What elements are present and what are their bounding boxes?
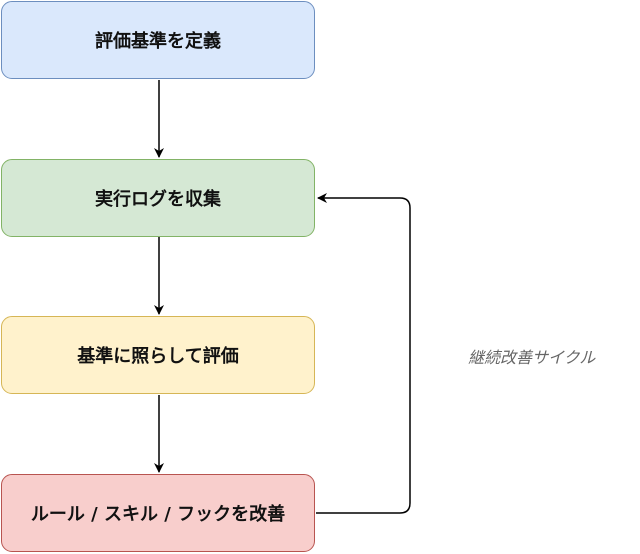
step-improve-label: ルール / スキル / フックを改善 xyxy=(30,504,286,525)
step-evaluate-label: 基準に照らして評価 xyxy=(77,346,239,367)
step-evaluate[interactable]: 基準に照らして評価 xyxy=(1,316,315,394)
step-collect-logs[interactable]: 実行ログを収集 xyxy=(1,159,315,237)
step-collect-logs-label: 実行ログを収集 xyxy=(95,189,221,210)
feedback-loop-arrow xyxy=(316,193,411,514)
step-improve[interactable]: ルール / スキル / フックを改善 xyxy=(1,474,315,552)
step-define-criteria-label: 評価基準を定義 xyxy=(95,31,221,52)
step-define-criteria[interactable]: 評価基準を定義 xyxy=(1,1,315,79)
loop-label: 継続改善サイクル xyxy=(468,348,596,367)
